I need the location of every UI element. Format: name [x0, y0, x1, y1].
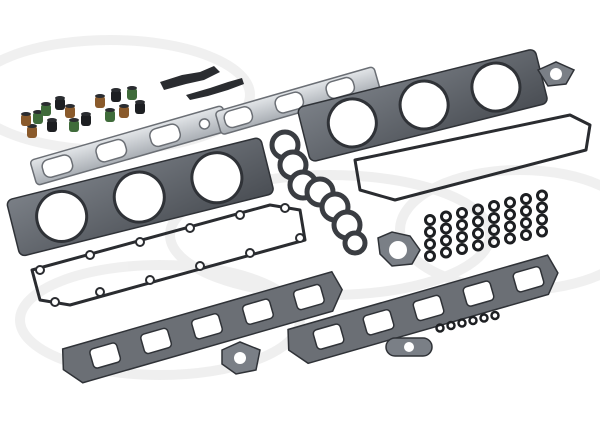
o-ring	[536, 213, 548, 226]
valve-stem-seal	[135, 100, 145, 114]
valve-cover-gasket-right	[353, 113, 592, 202]
bolt-grommet	[195, 261, 205, 271]
o-ring	[472, 239, 484, 252]
exhaust-manifold-gasket-right	[215, 66, 381, 135]
o-ring	[456, 207, 468, 219]
intake-port-gasket-chain	[269, 129, 368, 256]
o-ring	[536, 189, 548, 202]
o-ring	[504, 232, 516, 245]
valve-stem-seal	[127, 86, 137, 100]
bolt-grommet	[50, 297, 60, 307]
o-ring	[504, 196, 516, 209]
o-ring	[424, 238, 436, 250]
o-ring	[440, 222, 452, 235]
thermostat-gasket	[377, 231, 421, 267]
o-ring	[456, 231, 468, 243]
flange-gasket-top-right	[536, 61, 576, 87]
head-gasket-right	[297, 49, 548, 162]
bolt-grommet	[280, 203, 290, 213]
valve-stem-seal	[33, 110, 43, 124]
timing-guide-strips	[160, 66, 244, 100]
o-ring	[488, 224, 500, 236]
o-ring	[440, 234, 452, 247]
valve-stem-seal	[119, 104, 129, 118]
small-o-ring	[435, 323, 445, 333]
o-ring	[456, 219, 468, 231]
valve-stem-seal	[65, 104, 75, 118]
valve-stem-seal	[55, 96, 65, 110]
small-o-ring	[490, 310, 500, 321]
valve-stem-seal	[27, 124, 37, 138]
o-ring	[520, 205, 532, 217]
valve-stem-seal	[111, 88, 121, 102]
o-ring	[536, 201, 548, 214]
o-ring-set	[424, 189, 548, 262]
bolt-grommet	[85, 250, 95, 260]
valve-stem-seal	[105, 108, 115, 122]
valve-stem-seal	[69, 118, 79, 132]
bolt-grommet	[95, 287, 105, 297]
o-ring	[424, 214, 436, 226]
water-pump-gasket	[221, 341, 261, 375]
small-ring-set	[435, 310, 500, 333]
small-o-ring	[457, 318, 467, 328]
o-ring	[520, 217, 532, 229]
o-ring	[488, 200, 500, 212]
head-gasket-left	[6, 137, 274, 257]
bolt-grommet	[145, 275, 155, 285]
o-ring	[424, 226, 436, 238]
o-ring	[440, 246, 452, 259]
o-ring	[472, 227, 484, 240]
small-o-ring	[468, 315, 478, 326]
o-ring	[520, 229, 532, 241]
o-ring	[472, 203, 484, 216]
o-ring	[488, 236, 500, 248]
o-ring	[520, 193, 532, 205]
small-o-ring	[479, 313, 489, 323]
o-ring	[440, 210, 452, 223]
o-ring	[456, 243, 468, 255]
exhaust-manifold-gasket-left	[29, 105, 230, 186]
bolt-grommet	[185, 223, 195, 233]
intake-manifold-gasket-right	[287, 254, 559, 365]
bolt-grommet	[295, 233, 305, 243]
valve-stem-seal	[41, 102, 51, 116]
o-ring	[536, 225, 548, 238]
bolt-grommet	[35, 265, 45, 275]
o-ring	[504, 208, 516, 221]
bolt-grommet	[245, 248, 255, 258]
o-ring	[472, 215, 484, 228]
valve-stem-seal	[95, 94, 105, 108]
valve-stem-seal	[81, 112, 91, 126]
o-ring	[504, 220, 516, 233]
bolt-grommet	[235, 210, 245, 220]
o-ring	[424, 250, 436, 262]
small-o-ring	[446, 320, 456, 331]
valve-stem-seal	[47, 118, 57, 132]
o-ring	[488, 212, 500, 224]
valve-stem-seal	[21, 112, 31, 126]
intake-manifold-gasket-left	[61, 270, 343, 384]
oval-flange-gasket	[385, 337, 433, 357]
valve-cover-gasket-left	[30, 203, 307, 307]
bolt-grommet	[135, 237, 145, 247]
valve-stem-seals	[21, 86, 145, 138]
